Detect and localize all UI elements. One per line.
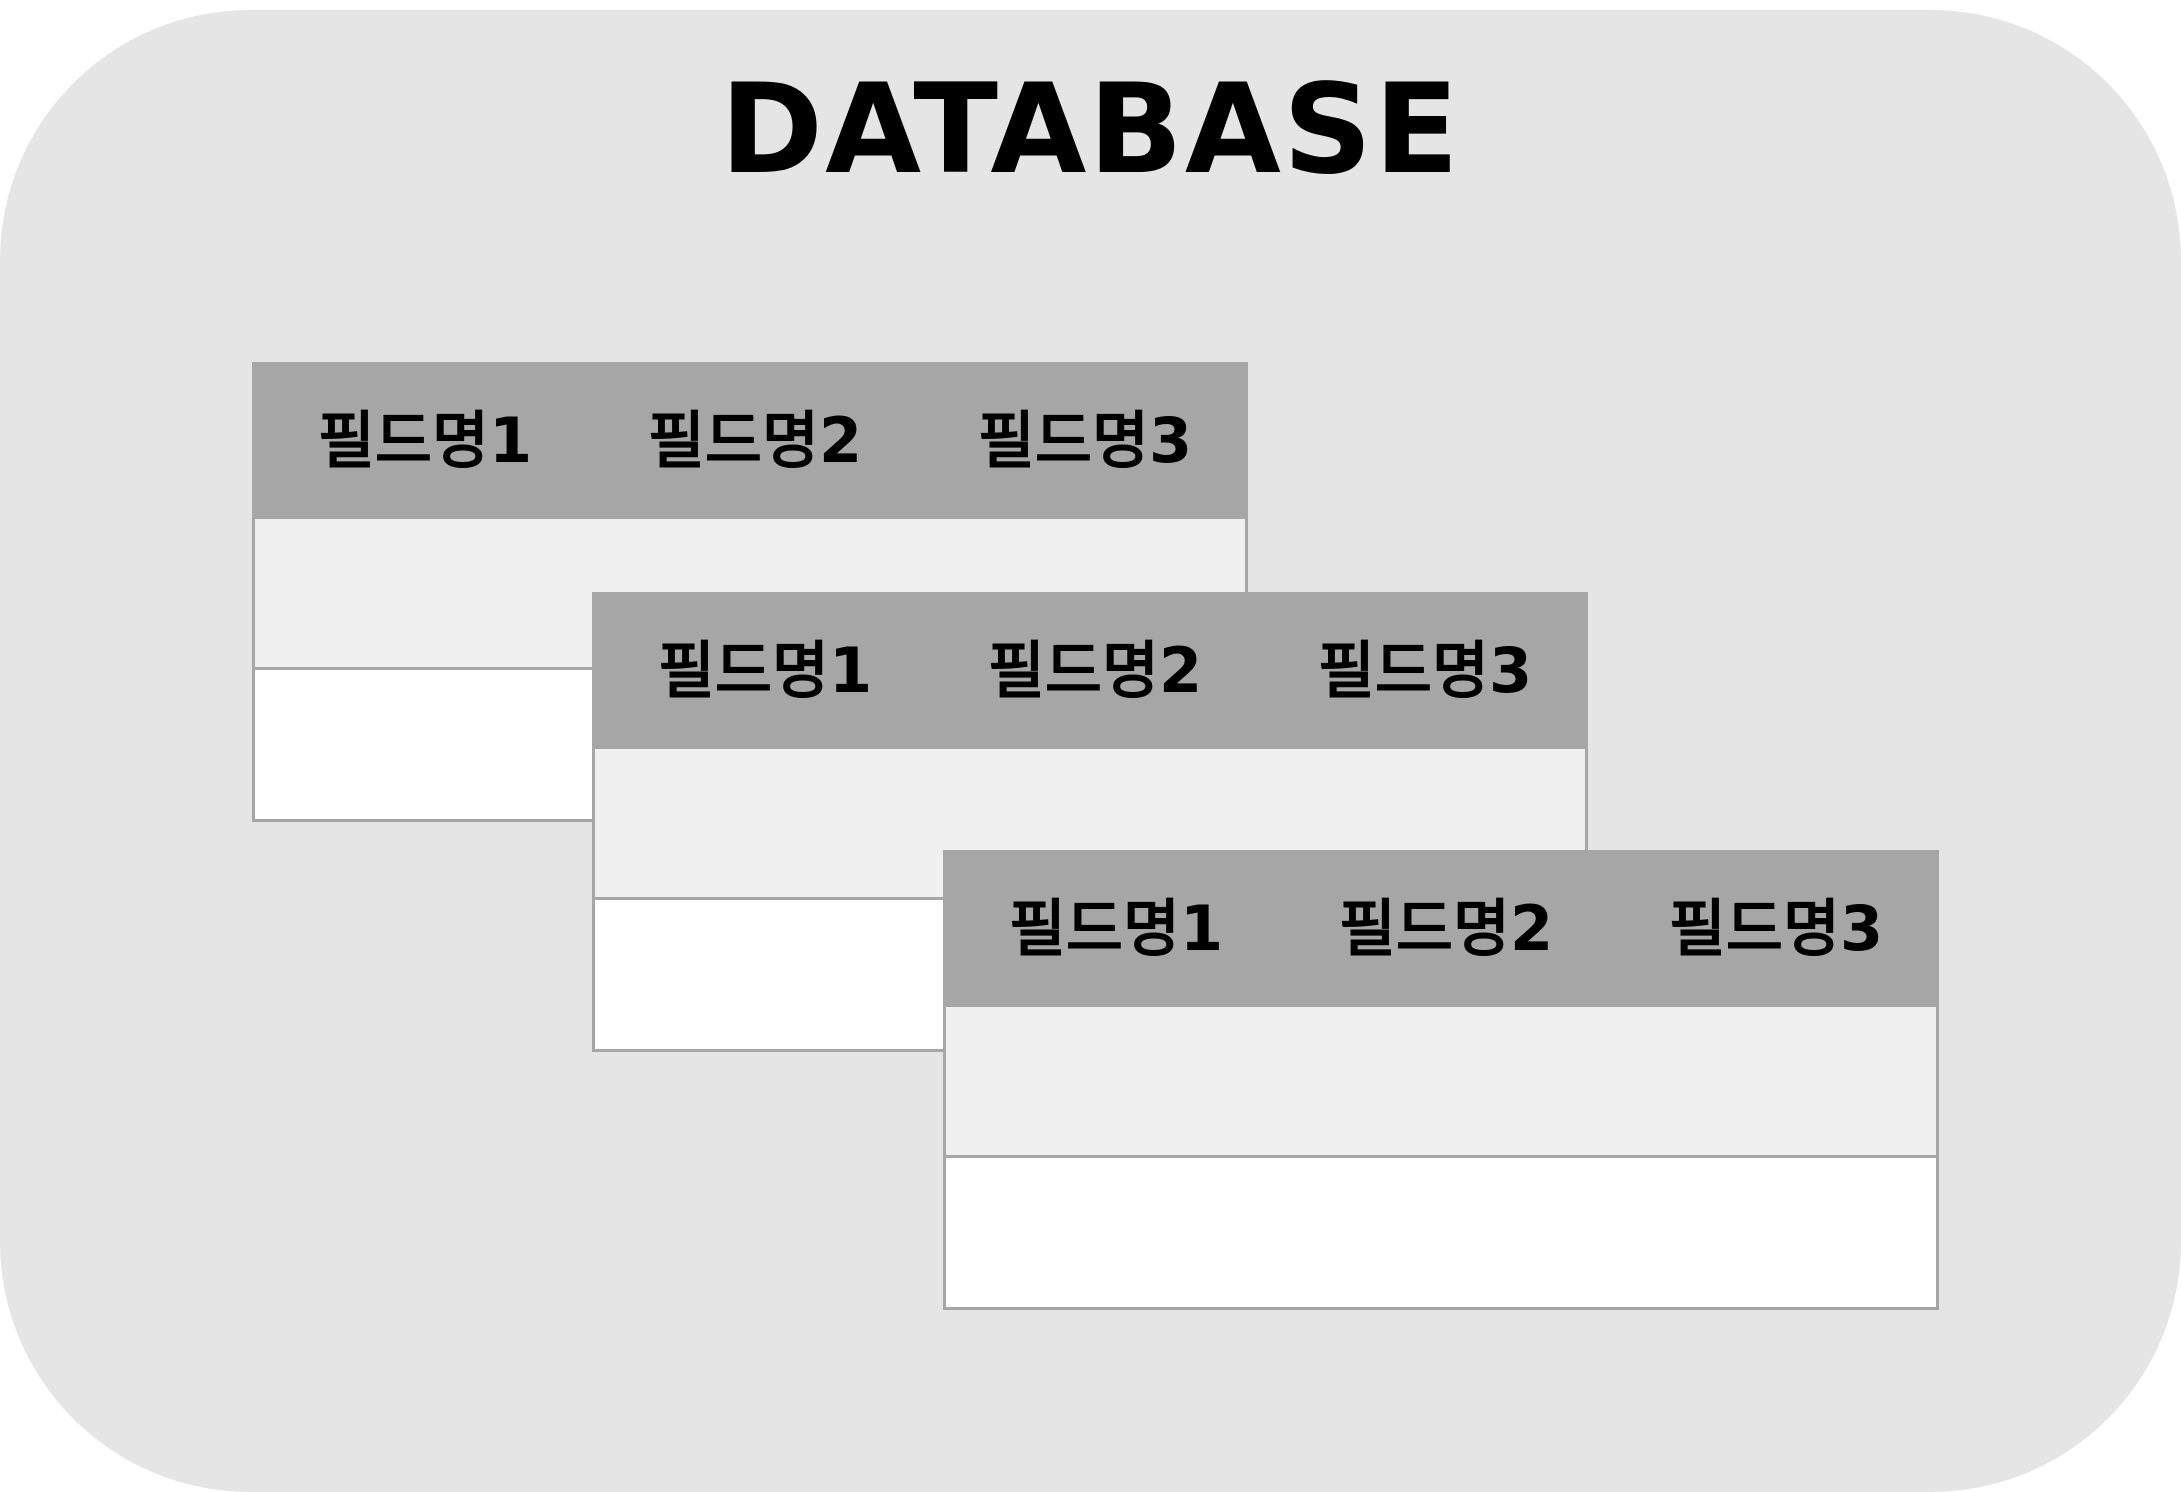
field-name-2: 필드명2 <box>647 404 863 477</box>
field-name-3: 필드명3 <box>977 404 1193 477</box>
field-name-2: 필드명2 <box>987 634 1203 707</box>
field-name-1: 필드명1 <box>657 634 873 707</box>
table-row <box>943 1155 1939 1310</box>
table-header: 필드명1 필드명2 필드명3 <box>252 362 1248 519</box>
field-name-3: 필드명3 <box>1317 634 1533 707</box>
field-name-1: 필드명1 <box>317 404 533 477</box>
table-row <box>943 1004 1939 1158</box>
table-3: 필드명1 필드명2 필드명3 <box>943 850 1939 1310</box>
table-header: 필드명1 필드명2 필드명3 <box>943 850 1939 1007</box>
field-name-2: 필드명2 <box>1338 892 1554 965</box>
field-name-3: 필드명3 <box>1668 892 1884 965</box>
database-title: DATABASE <box>720 58 1461 202</box>
database-container: DATABASE 필드명1 필드명2 필드명3 필드명1 필드명2 필드명3 필… <box>0 10 2181 1492</box>
field-name-1: 필드명1 <box>1008 892 1224 965</box>
table-header: 필드명1 필드명2 필드명3 <box>592 592 1588 749</box>
